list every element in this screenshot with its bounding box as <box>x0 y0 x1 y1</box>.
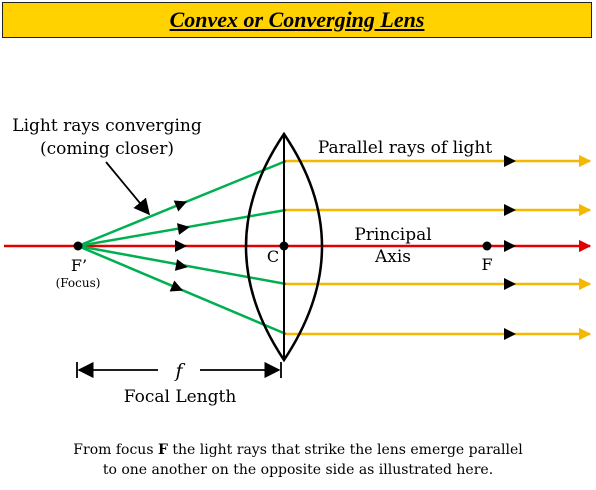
title-banner: Convex or Converging Lens <box>2 2 592 38</box>
arrowhead-ray-2 <box>176 223 190 235</box>
parallel-rays-label: Parallel rays of light <box>318 138 492 158</box>
parallel-rays <box>286 154 592 341</box>
arrowhead-parallel-4 <box>504 328 516 340</box>
focal-length-dimension <box>76 361 282 379</box>
parallel-arrowheads <box>504 155 516 340</box>
caption-line1: From focus F the light rays that strike … <box>0 440 596 460</box>
caption-before: From focus <box>73 442 158 458</box>
principal-axis-label-line1: Principal <box>354 225 431 245</box>
focus-right-label: F <box>481 255 492 274</box>
lens-diagram: Light rays converging (coming closer) Pa… <box>4 116 592 407</box>
focus-left-note: (Focus) <box>56 276 101 290</box>
arrowhead-parallel-1 <box>504 155 516 167</box>
center-label: C <box>267 247 279 266</box>
focus-left-label: F’ <box>71 256 87 275</box>
focal-symbol: f <box>173 360 185 382</box>
caption-after: the light rays that strike the lens emer… <box>167 442 523 458</box>
caption-bold-focus: F <box>157 442 168 458</box>
converging-label-line2: (coming closer) <box>40 139 174 159</box>
caption: From focus F the light rays that strike … <box>0 440 596 480</box>
arrowhead-parallel-2 <box>504 204 516 216</box>
focus-left-point <box>73 241 83 251</box>
caption-line2: to one another on the opposite side as i… <box>102 462 494 478</box>
arrowhead-ray-3 <box>174 259 188 271</box>
focal-length-label: Focal Length <box>124 387 237 407</box>
arrowhead-axis-right <box>504 240 516 252</box>
label-pointer-arrow <box>105 161 151 216</box>
principal-axis-label-line2: Axis <box>374 247 411 267</box>
arrowhead-axis-left <box>175 240 187 252</box>
focus-right-point <box>482 241 492 251</box>
optical-center-point <box>279 241 289 251</box>
arrowhead-parallel-3 <box>504 278 516 290</box>
arrowhead-ray-4 <box>169 280 184 292</box>
diagram-title: Convex or Converging Lens <box>169 7 425 32</box>
converging-arrowheads <box>169 200 190 292</box>
converging-label-line1: Light rays converging <box>12 116 202 136</box>
arrowhead-ray-1 <box>173 200 188 212</box>
